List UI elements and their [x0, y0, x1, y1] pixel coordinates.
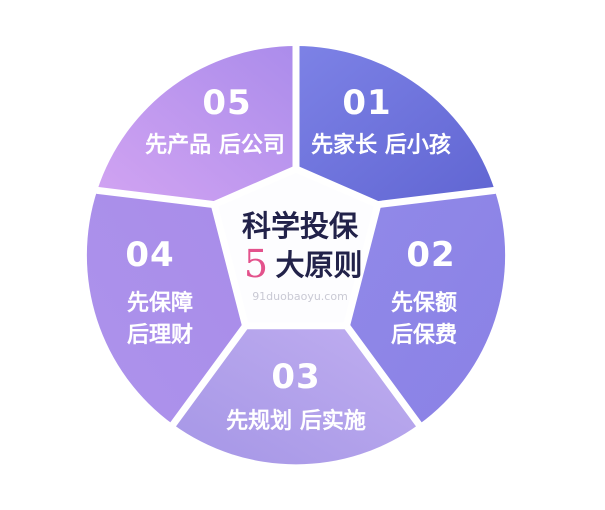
center-number-five: 5	[244, 242, 268, 286]
segment-03[interactable]: 03 先规划 后实施	[173, 325, 419, 465]
segment-01-label-line-1: 先家长 后小孩	[311, 132, 451, 158]
center-title-line-2: 大原则	[275, 248, 362, 282]
segment-02[interactable]: 02 先保额 后保费	[346, 190, 506, 425]
watermark-text: 91duobaoyu.com	[252, 290, 348, 303]
segment-02-label-line-1: 先保额	[391, 291, 457, 316]
segment-01[interactable]: 01 先家长 后小孩	[296, 45, 495, 205]
segment-dividers	[93, 42, 499, 428]
segment-05-label-line-1: 先产品 后公司	[145, 133, 285, 158]
divider-upper-right	[374, 186, 499, 209]
segment-04-label-line-1: 先保障	[127, 290, 193, 316]
segment-02-number: 02	[406, 235, 455, 275]
segment-04-shape[interactable]	[86, 190, 246, 425]
segment-05-shape[interactable]	[97, 45, 296, 205]
segment-04[interactable]: 04 先保障 后理财	[86, 190, 246, 425]
divider-lower-right	[343, 322, 423, 428]
segment-03-number: 03	[271, 357, 320, 397]
divider-upper-left	[93, 186, 218, 209]
center-pentagon	[210, 165, 382, 330]
segment-03-shape[interactable]	[173, 325, 419, 465]
segment-03-label-line-1: 先规划 后实施	[226, 408, 366, 434]
center-title-line-1: 科学投保	[242, 209, 359, 243]
segment-02-shape[interactable]	[346, 190, 506, 425]
segment-02-label-line-2: 后保费	[391, 323, 457, 348]
segment-04-number: 04	[125, 235, 174, 275]
segment-05-number: 05	[202, 83, 251, 123]
segment-04-label-line-2: 后理财	[127, 323, 193, 348]
center-text-group: 科学投保 5 大原则 91duobaoyu.com	[242, 209, 363, 303]
divider-lower-left	[169, 322, 249, 428]
segment-01-shape[interactable]	[296, 45, 495, 205]
segment-01-number: 01	[342, 83, 391, 123]
segment-05[interactable]: 05 先产品 后公司	[97, 45, 296, 205]
